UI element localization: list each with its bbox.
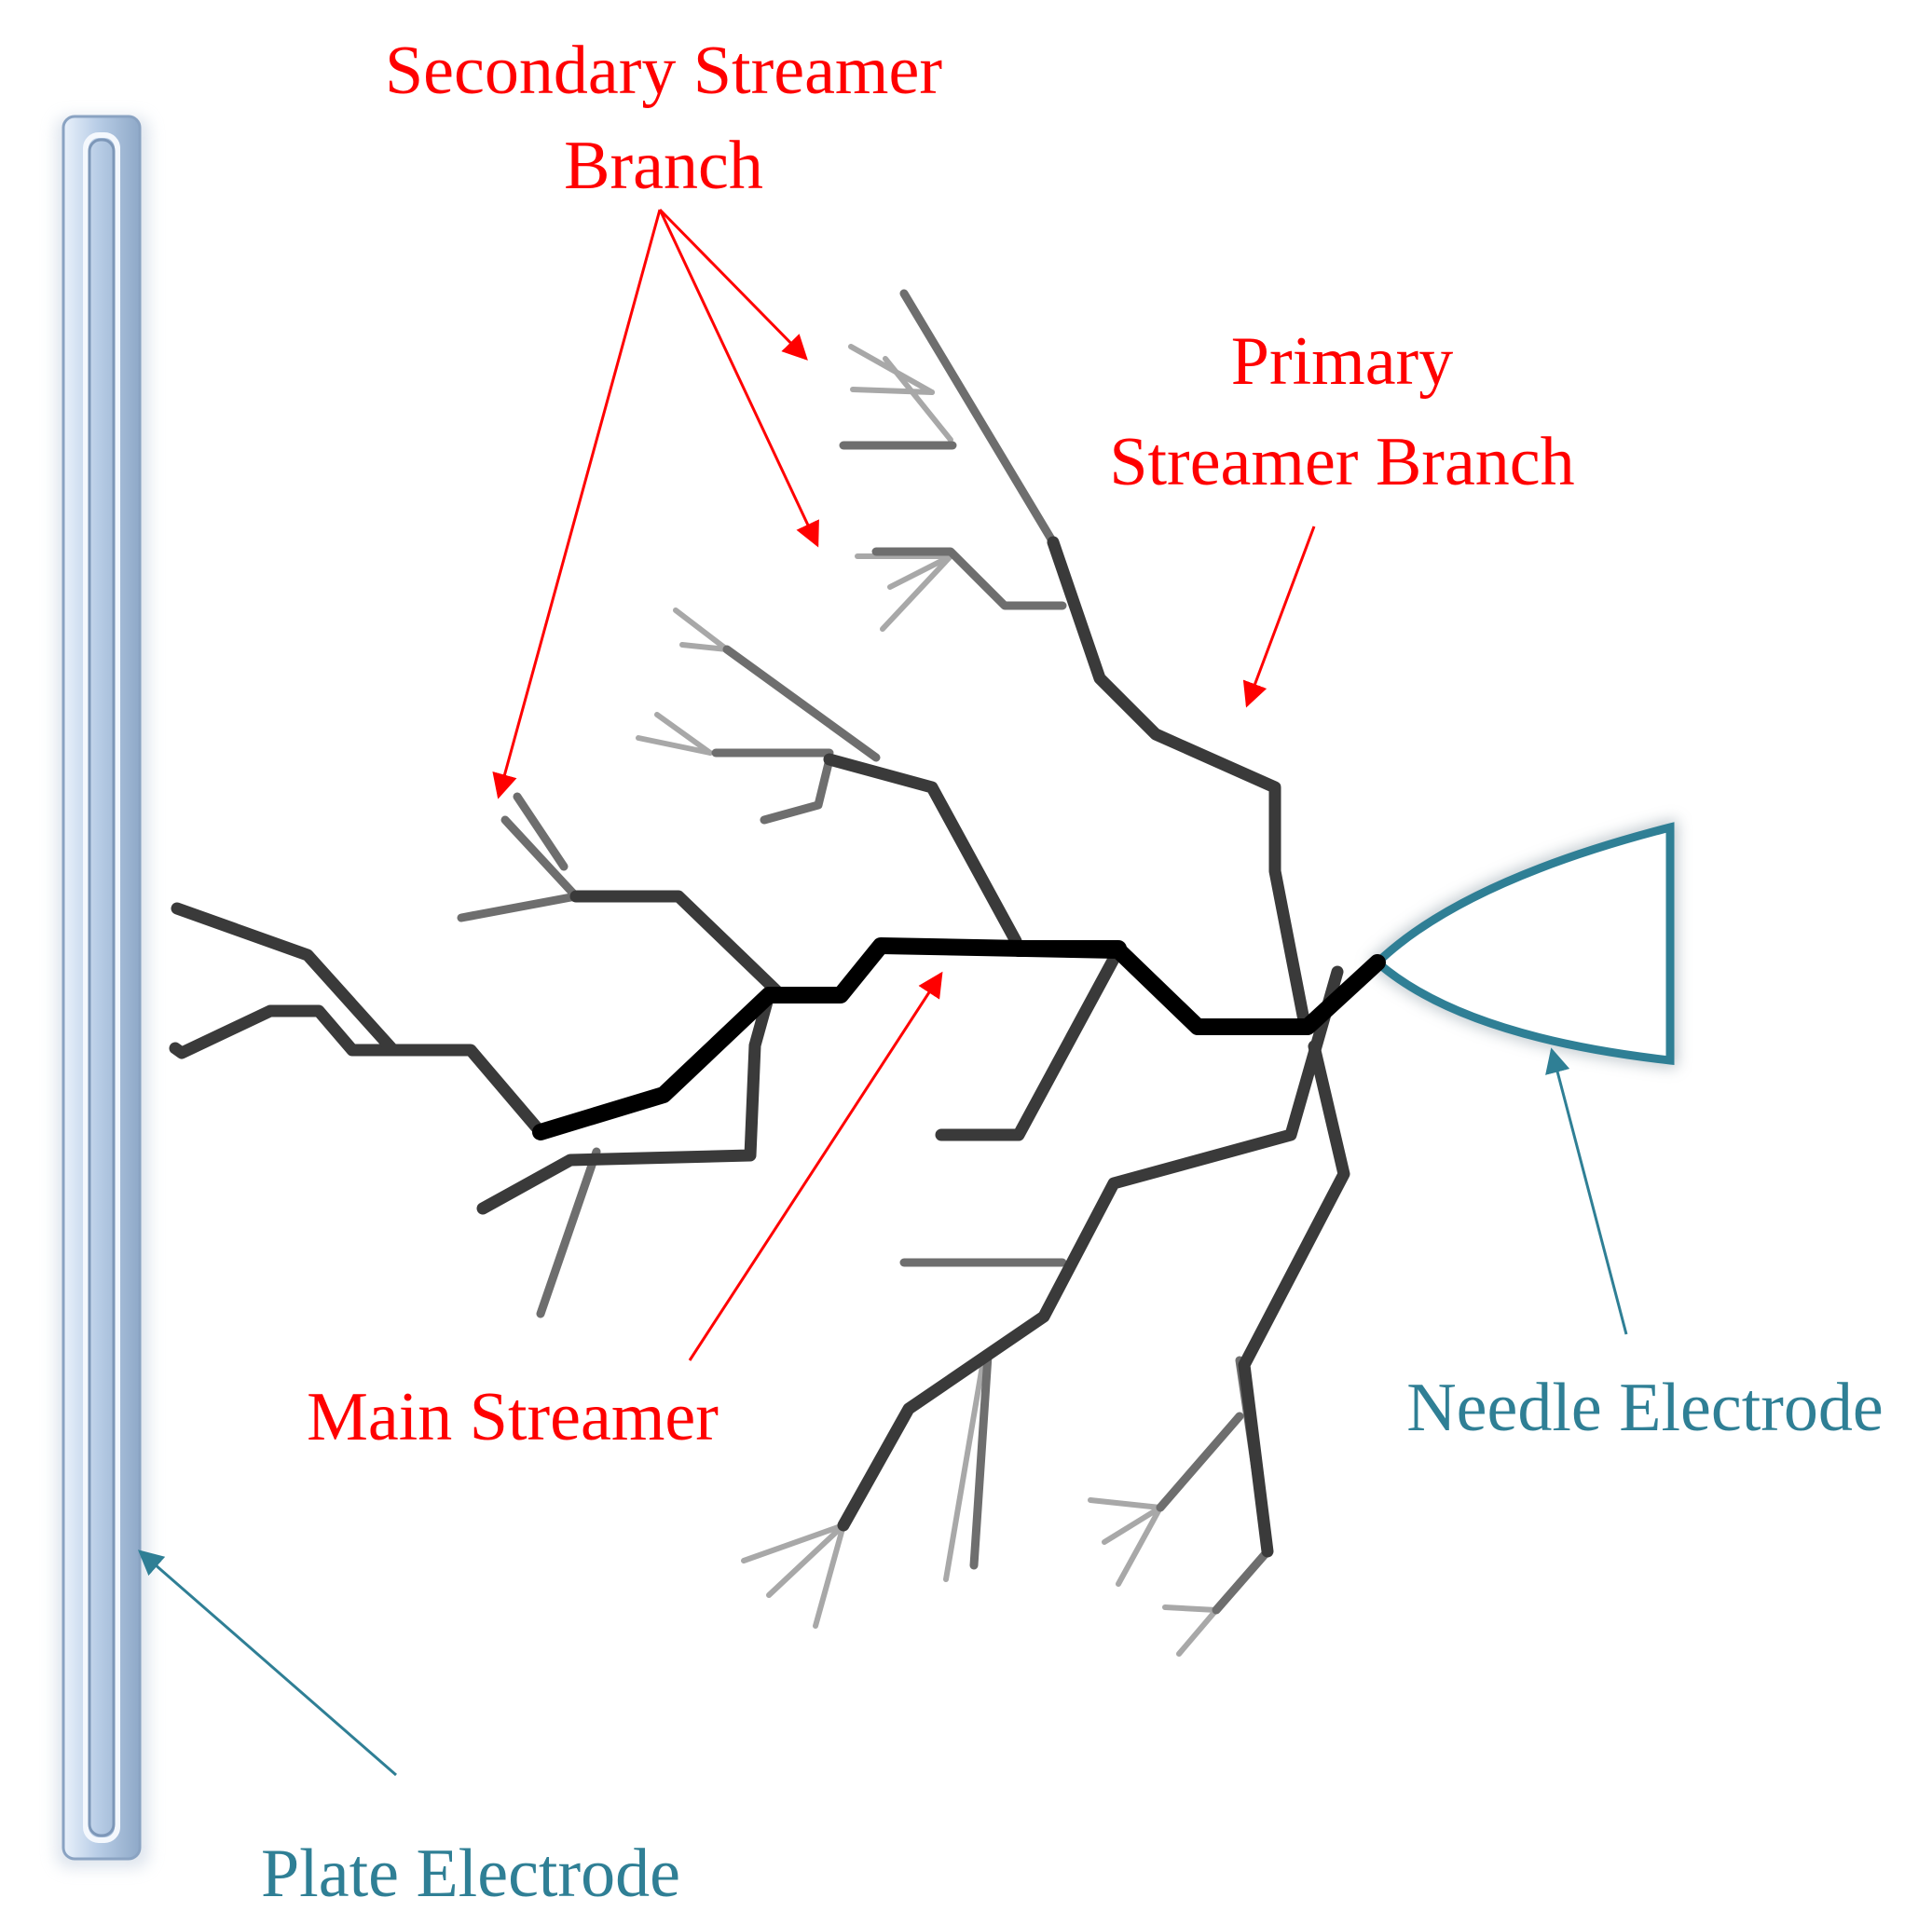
plate-arrow [137, 1550, 397, 1777]
primary-label-line1: Primary [1231, 323, 1453, 400]
secondary-arrow-2 [658, 209, 819, 548]
streamer-tree [169, 289, 1386, 1657]
primary-arrow [1242, 526, 1316, 708]
primary-branches [169, 536, 1350, 1558]
main-streamer-arrow [688, 971, 943, 1361]
plate-electrode-label: Plate Electrode [261, 1836, 680, 1912]
secondary-label-line2: Branch [564, 128, 763, 204]
secondary-label-line1: Secondary Streamer [385, 33, 942, 109]
main-streamer-label: Main Streamer [307, 1379, 719, 1455]
needle-electrode [1367, 818, 1677, 1068]
main-streamer-path [532, 937, 1386, 1140]
annotation-arrows [137, 208, 1628, 1777]
needle-arrow [1545, 1047, 1628, 1335]
tertiary-branches [636, 344, 1219, 1657]
primary-label-line2: Streamer Branch [1109, 424, 1574, 500]
secondary-arrow-1 [658, 208, 808, 361]
secondary-arrow-3 [492, 209, 662, 799]
plate-electrode [56, 115, 149, 1868]
needle-electrode-label: Needle Electrode [1406, 1370, 1884, 1446]
labels: Secondary Streamer Branch Primary Stream… [261, 33, 1884, 1912]
